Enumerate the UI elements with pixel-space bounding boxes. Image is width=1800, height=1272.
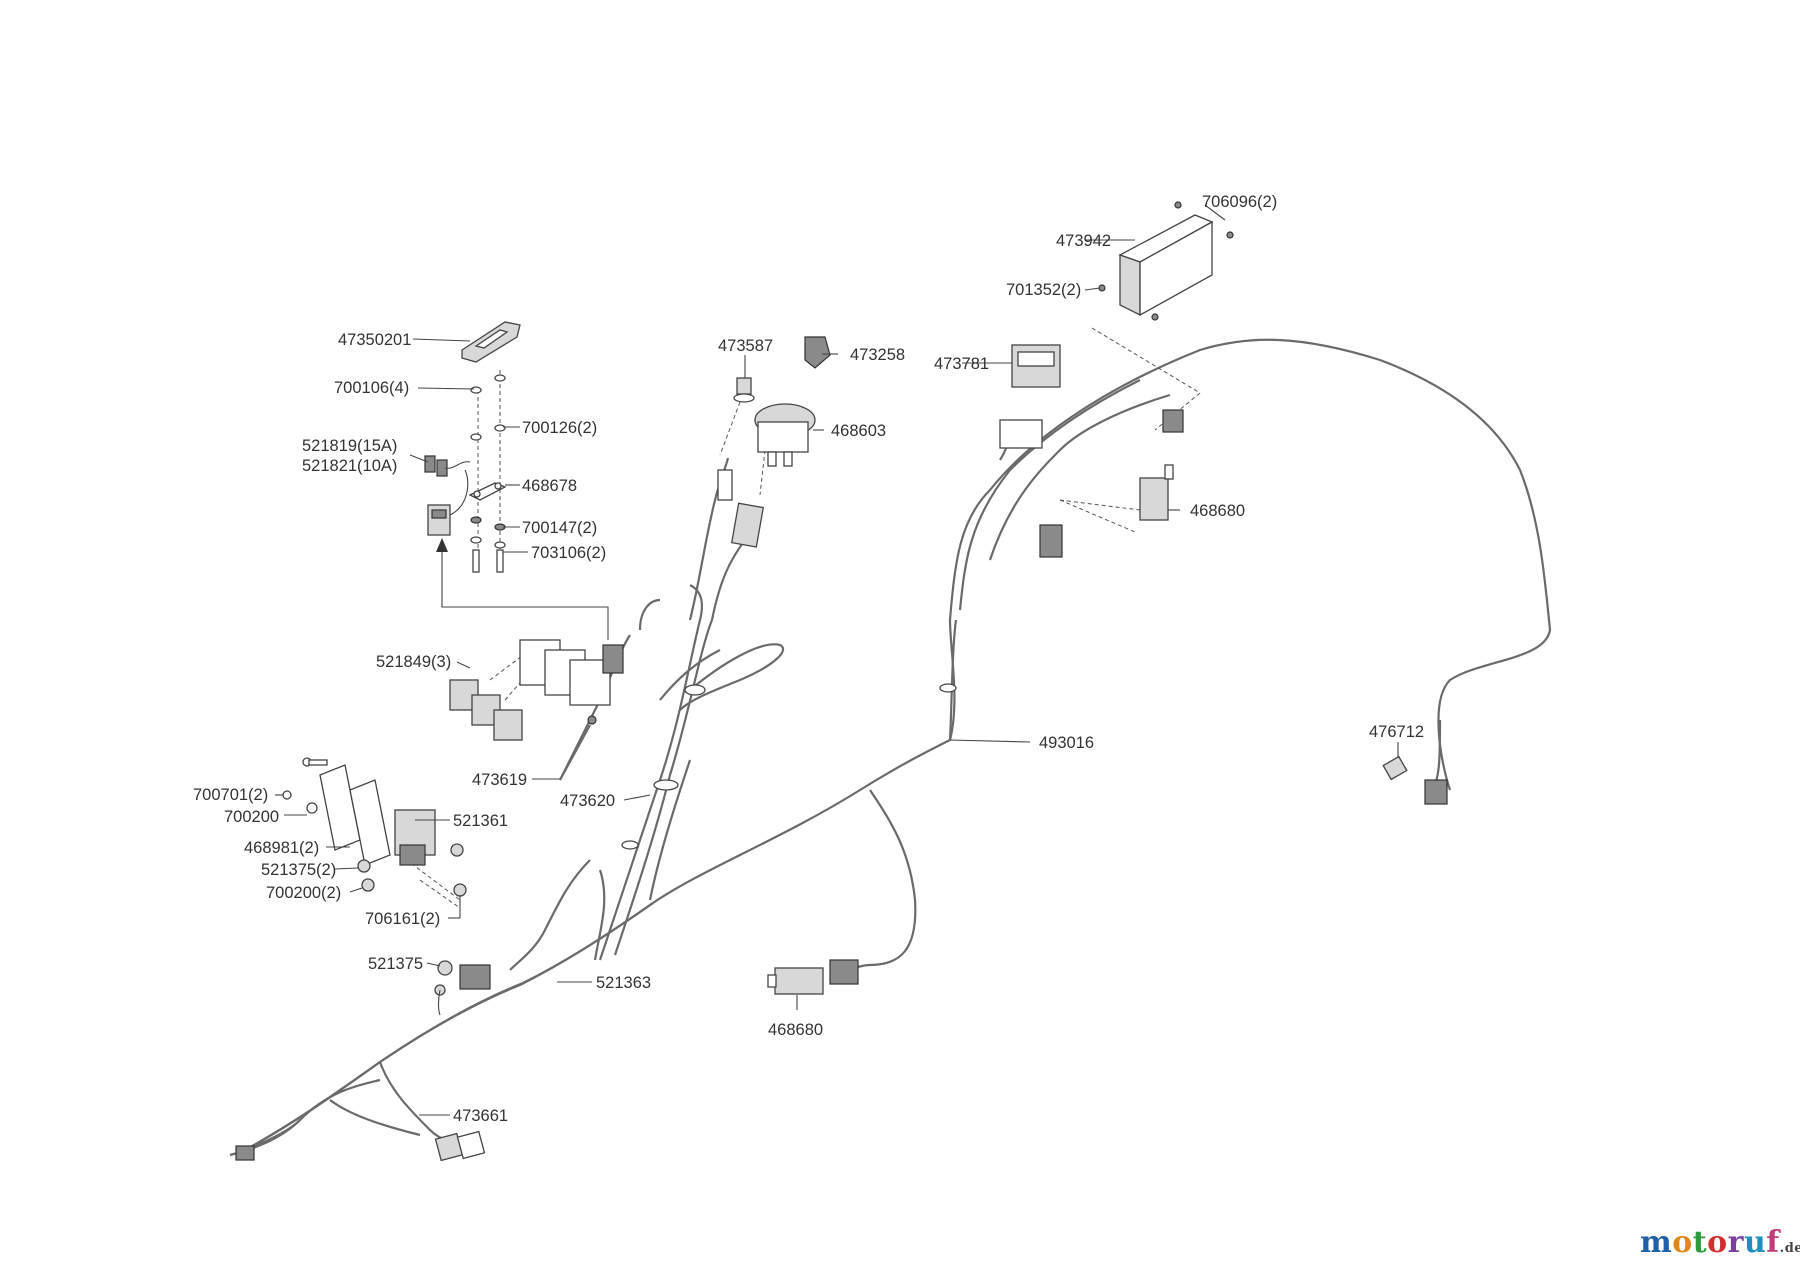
label-473587: 473587 bbox=[718, 337, 773, 355]
label-468678: 468678 bbox=[522, 477, 577, 495]
label-700200b: 700200(2) bbox=[266, 884, 341, 902]
label-473620: 473620 bbox=[560, 792, 615, 810]
leader-lines bbox=[275, 204, 1399, 1116]
label-473781: 473781 bbox=[934, 355, 989, 373]
bracket-468678 bbox=[468, 482, 507, 501]
label-701352: 701352(2) bbox=[1006, 281, 1081, 299]
watermark-letter: r bbox=[1727, 1225, 1744, 1260]
watermark-letter: u bbox=[1743, 1225, 1767, 1260]
part-labels: 47350201 700106(4) 700126(2) 521819(15A)… bbox=[193, 193, 1424, 1125]
key-switch-468603 bbox=[754, 403, 816, 467]
watermark-letter: m bbox=[1640, 1225, 1673, 1260]
module-473942 bbox=[1098, 201, 1234, 321]
watermark-letter: o bbox=[1672, 1225, 1693, 1260]
label-521821: 521821(10A) bbox=[302, 457, 397, 475]
label-521849: 521849(3) bbox=[376, 653, 451, 671]
switch-468680-upper bbox=[1139, 464, 1174, 521]
label-521375b: 521375 bbox=[368, 955, 423, 973]
motoruf-watermark: motoruf.de bbox=[1640, 1225, 1800, 1260]
label-700106: 700106(4) bbox=[334, 379, 409, 397]
label-473942: 473942 bbox=[1056, 232, 1111, 250]
label-706161: 706161(2) bbox=[365, 910, 440, 928]
label-47350201: 47350201 bbox=[338, 331, 411, 349]
label-521819: 521819(15A) bbox=[302, 437, 397, 455]
harness-connectors-upper bbox=[717, 469, 765, 548]
relay-connector bbox=[602, 644, 624, 674]
label-521363: 521363 bbox=[596, 974, 651, 992]
label-700147: 700147(2) bbox=[522, 519, 597, 537]
switch-473781 bbox=[999, 344, 1061, 449]
label-468603: 468603 bbox=[831, 422, 886, 440]
cable-473619 bbox=[559, 715, 597, 781]
label-473661: 473661 bbox=[453, 1107, 508, 1125]
harness-clamps bbox=[621, 683, 957, 850]
connector-473258 bbox=[804, 336, 831, 369]
fuse-cover-47350201 bbox=[461, 321, 521, 363]
fuses-521819-521821 bbox=[424, 455, 471, 477]
label-703106: 703106(2) bbox=[531, 544, 606, 562]
label-473258: 473258 bbox=[850, 346, 905, 364]
fastener-stack bbox=[470, 374, 506, 573]
label-468680b: 468680 bbox=[768, 1021, 823, 1039]
label-468680a: 468680 bbox=[1190, 502, 1245, 520]
label-700126: 700126(2) bbox=[522, 419, 597, 437]
connector-arrow bbox=[436, 538, 609, 640]
label-706096: 706096(2) bbox=[1202, 193, 1277, 211]
label-493016: 493016 bbox=[1039, 734, 1094, 752]
solenoid-assembly-521361 bbox=[282, 757, 467, 897]
switch-468680-lower bbox=[767, 959, 859, 995]
switch-473587 bbox=[733, 377, 755, 403]
connector-476712 bbox=[1382, 755, 1448, 805]
connector-521363 bbox=[434, 960, 491, 1016]
watermark-letter: o bbox=[1707, 1225, 1728, 1260]
label-521361: 521361 bbox=[453, 812, 508, 830]
relays-521849 bbox=[449, 639, 611, 741]
label-476712: 476712 bbox=[1369, 723, 1424, 741]
label-521375a: 521375(2) bbox=[261, 861, 336, 879]
label-473619: 473619 bbox=[472, 771, 527, 789]
harness-connector-mid bbox=[1039, 409, 1184, 558]
fuse-holder bbox=[427, 469, 469, 536]
watermark-brand: motoruf bbox=[1640, 1225, 1780, 1260]
label-700701: 700701(2) bbox=[193, 786, 268, 804]
watermark-letter: t bbox=[1692, 1225, 1708, 1260]
label-700200a: 700200 bbox=[224, 808, 279, 826]
watermark-letter: f bbox=[1766, 1225, 1780, 1260]
label-468981: 468981(2) bbox=[244, 839, 319, 857]
end-connectors-lower-left bbox=[235, 1130, 486, 1162]
watermark-suffix: .de bbox=[1779, 1241, 1800, 1256]
